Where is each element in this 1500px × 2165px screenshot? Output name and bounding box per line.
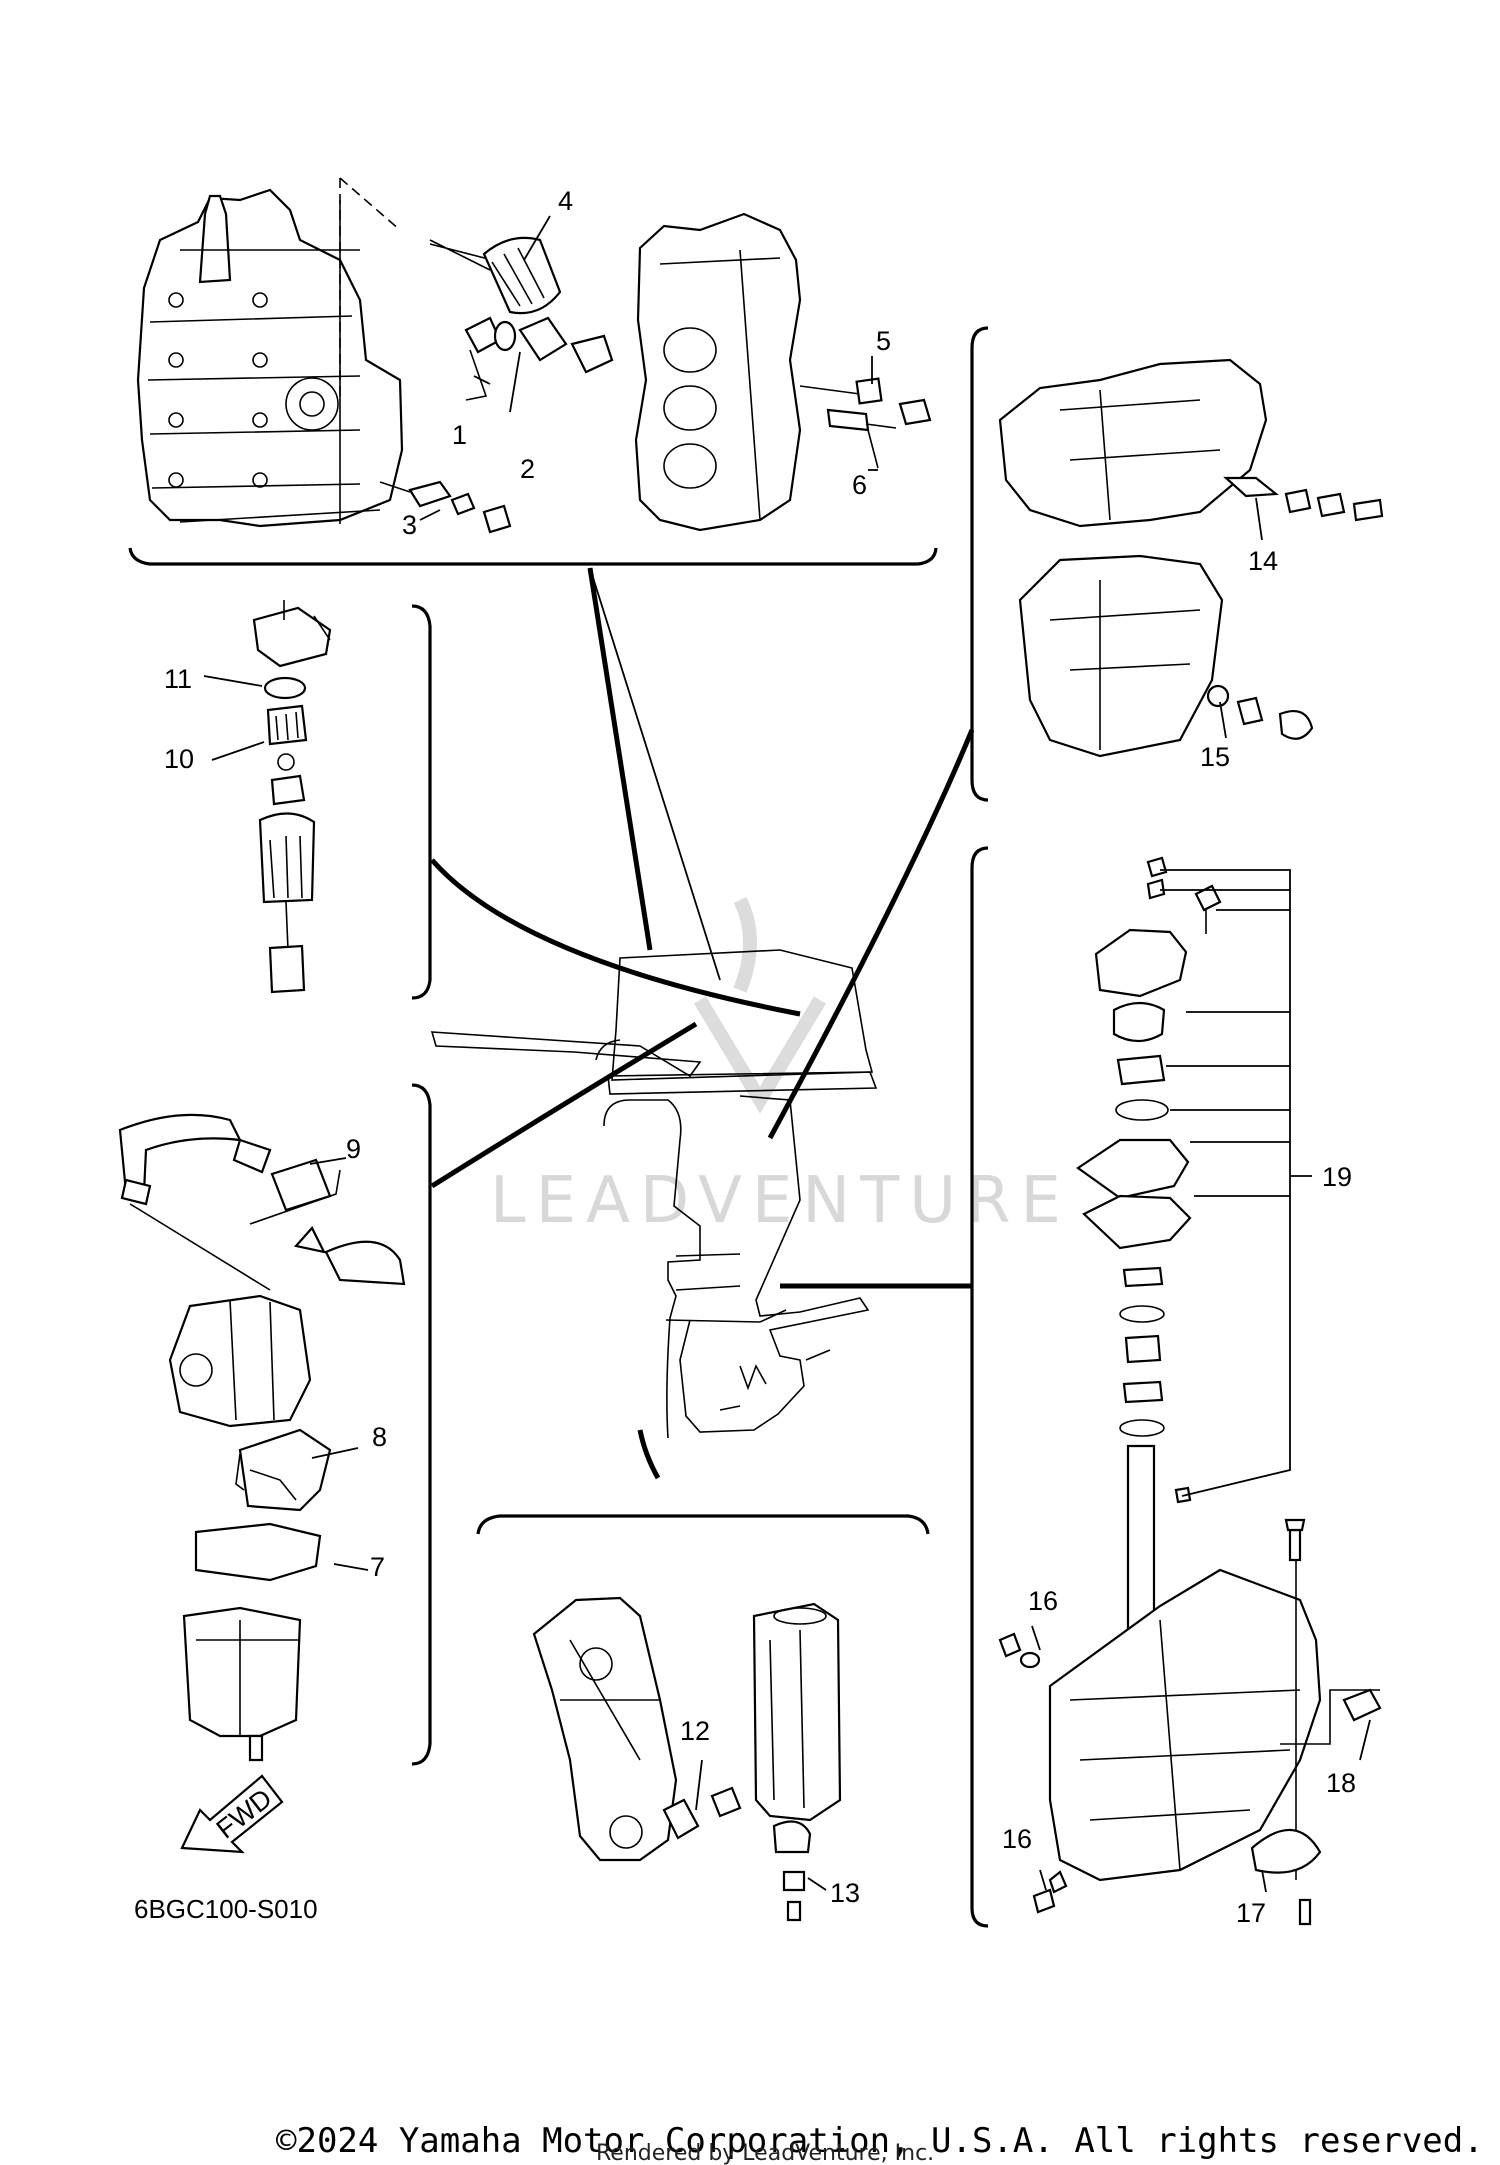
leader-top-engine bbox=[587, 567, 653, 951]
callout-leaders bbox=[203, 215, 1371, 1893]
tilt-cylinder-assembly bbox=[752, 1602, 842, 1922]
leader-fuel-filter bbox=[430, 858, 801, 1017]
gear-shaft-parts bbox=[379, 480, 512, 534]
watermark: LEADVENTURE bbox=[490, 896, 1071, 1238]
callout-1: 1 bbox=[452, 420, 467, 450]
callout-12: 12 bbox=[680, 1716, 710, 1746]
leader-exhaust bbox=[767, 729, 975, 1140]
outboard-motor-outline bbox=[430, 949, 878, 1439]
bracket-fuel-filter bbox=[411, 604, 432, 1000]
callout-4: 4 bbox=[558, 186, 573, 216]
rendered-by-notice: Rendered by LeadVenture, Inc. bbox=[596, 2141, 934, 2165]
callout-2: 2 bbox=[520, 454, 535, 484]
watermark-text: LEADVENTURE bbox=[490, 1164, 1071, 1238]
cylinder-head bbox=[634, 212, 802, 532]
bracket-bracket-parts bbox=[476, 1514, 930, 1535]
callout-3: 3 bbox=[402, 510, 417, 540]
callout-7: 7 bbox=[370, 1552, 385, 1582]
bracket-top-engine bbox=[128, 547, 938, 566]
callout-13: 13 bbox=[830, 1878, 860, 1908]
bracket-carburetor bbox=[411, 1083, 432, 1766]
engine-cap bbox=[198, 194, 232, 284]
gear-case bbox=[998, 1518, 1382, 1926]
watermark-logo bbox=[693, 896, 827, 1114]
fwd-arrow: FWD bbox=[180, 1774, 284, 1854]
leader-top-engine-thin bbox=[589, 567, 721, 981]
thermostat-parts bbox=[464, 316, 614, 401]
callout-16: 16 bbox=[1028, 1586, 1058, 1616]
upper-casing-assembly bbox=[998, 358, 1384, 758]
callout-15: 15 bbox=[1200, 742, 1230, 772]
leader-bracket bbox=[637, 1429, 661, 1480]
callout-numbers: 1 2 3 4 5 6 7 8 9 10 11 12 13 14 15 16 1… bbox=[164, 186, 1356, 1928]
section-leaders bbox=[430, 567, 975, 1480]
bracket-exhaust bbox=[970, 326, 989, 802]
spark-plug-part bbox=[799, 377, 932, 469]
swivel-bracket-assembly bbox=[532, 1596, 742, 1862]
callout-9: 9 bbox=[346, 1134, 361, 1164]
fuel-filter-assembly bbox=[252, 600, 332, 994]
callout-19: 19 bbox=[1322, 1162, 1352, 1192]
callout-17: 17 bbox=[1236, 1898, 1266, 1928]
leader-carburetor bbox=[430, 1021, 698, 1189]
callout-18: 18 bbox=[1326, 1768, 1356, 1798]
section-brackets bbox=[128, 326, 989, 1928]
carburetor-assembly bbox=[118, 1113, 406, 1762]
engine-block-assembly bbox=[136, 177, 404, 528]
callout-14: 14 bbox=[1248, 546, 1278, 576]
engine-dash-leader bbox=[339, 177, 401, 400]
callout-6: 6 bbox=[852, 470, 867, 500]
callout-11: 11 bbox=[164, 664, 192, 694]
bracket-lower-unit bbox=[970, 846, 989, 1928]
callout-10: 10 bbox=[164, 744, 194, 774]
callout-5: 5 bbox=[876, 326, 891, 356]
oil-filter-part bbox=[429, 236, 562, 315]
drawing-code: 6BGC100-S010 bbox=[134, 1894, 318, 1924]
copyright-notice: ©2024 Yamaha Motor Corporation, U.S.A. A… bbox=[276, 2121, 1484, 2161]
callout-8: 8 bbox=[372, 1422, 387, 1452]
water-pump-assembly bbox=[1076, 856, 1291, 1642]
callout-16-lower: 16 bbox=[1002, 1824, 1032, 1854]
